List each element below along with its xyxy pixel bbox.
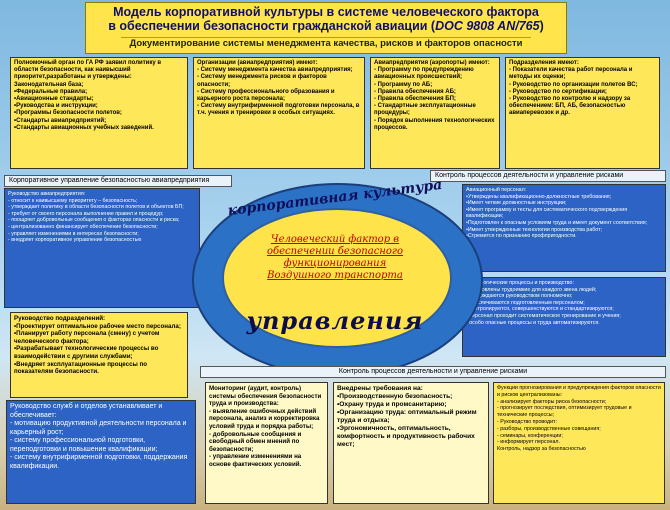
title-box: Модель корпоративной культуры в системе … xyxy=(85,2,567,54)
technological-processes-box: Технологические процессы и производство:… xyxy=(462,277,666,357)
management-box: Руководство авиапредприятия: - относит к… xyxy=(4,188,200,308)
bottom-process-control-header: Контроль процессов деятельности и управл… xyxy=(200,366,666,378)
airports-box: Авиапредприятия (аэропорты) имеют: - Про… xyxy=(370,57,500,169)
departments-box: Подразделения имеют: - Показатели качест… xyxy=(505,57,660,169)
corporate-safety-header: Корпоративное управление безопасностью а… xyxy=(4,175,232,187)
human-factor-line-4: Воздушного транспорта xyxy=(267,270,403,281)
authority-box: Полномочный орган по ГА РФ заявил полити… xyxy=(10,57,188,169)
forecasting-box: Функции прогнозирования и предупреждения… xyxy=(493,382,665,504)
title-line-2-suffix: ) xyxy=(539,19,544,33)
title-line-1: Модель корпоративной культуры в системе … xyxy=(113,5,539,19)
requirements-box: Внедрены требования на: •Производственну… xyxy=(333,382,489,504)
subtitle: Документирование системы менеджмента кач… xyxy=(121,37,531,49)
monitoring-box: Мониторинг (аудит, контроль) системы обе… xyxy=(205,382,328,504)
human-factor-line-3: функционирования xyxy=(283,258,387,269)
management-label: управления xyxy=(246,306,424,335)
human-factor-line-2: обеспечении безопасного xyxy=(267,246,403,257)
human-factor-line-1: Человеческий фактор в xyxy=(270,234,400,245)
title-line-2-prefix: в обеспечении безопасности гражданской а… xyxy=(108,19,436,33)
organizations-box: Организации (авиапредприятия) имеют: - С… xyxy=(193,57,365,169)
human-factor-label: Человеческий фактор в обеспечении безопа… xyxy=(250,234,420,282)
human-factor-ellipse xyxy=(222,208,452,348)
personnel-box: Авиационный персонал: •Утверждены квалиф… xyxy=(462,184,666,272)
title-doc-ref: DOC 9808 AN/765 xyxy=(435,19,540,33)
department-management-box: Руководство подразделений: •Проектирует … xyxy=(10,312,188,398)
process-control-header: Контроль процессов деятельности и управл… xyxy=(430,170,666,182)
services-management-box: Руководство служб и отделов устанавливае… xyxy=(6,400,196,504)
title-line-2: в обеспечении безопасности гражданской а… xyxy=(86,19,566,33)
